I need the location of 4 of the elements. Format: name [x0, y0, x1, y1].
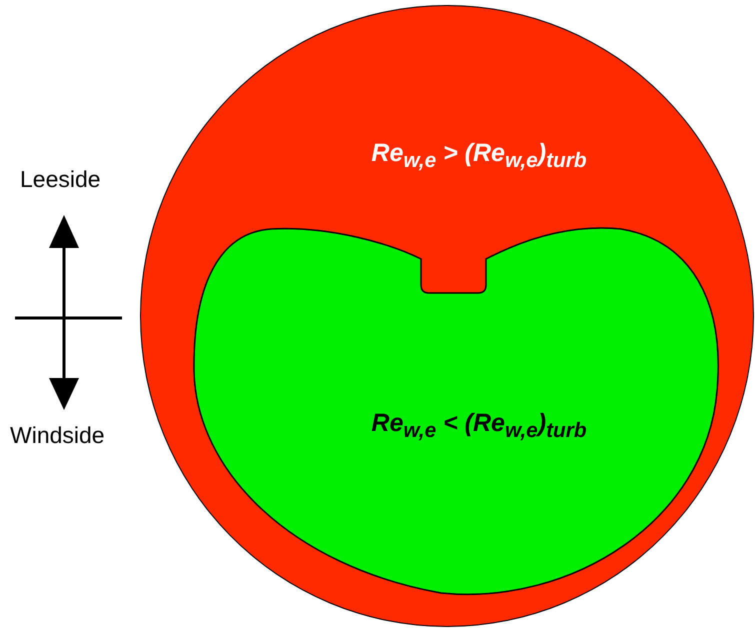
formula-label: Re$_{w,e}$ > (Re$_{w,e}$)$_{turb}$ [371, 139, 587, 173]
formula-label: Re$_{w,e}$ < (Re$_{w,e}$)$_{turb}$ [371, 409, 587, 443]
direction-label: Leeside [20, 166, 101, 193]
direction-label: Windside [10, 422, 105, 449]
